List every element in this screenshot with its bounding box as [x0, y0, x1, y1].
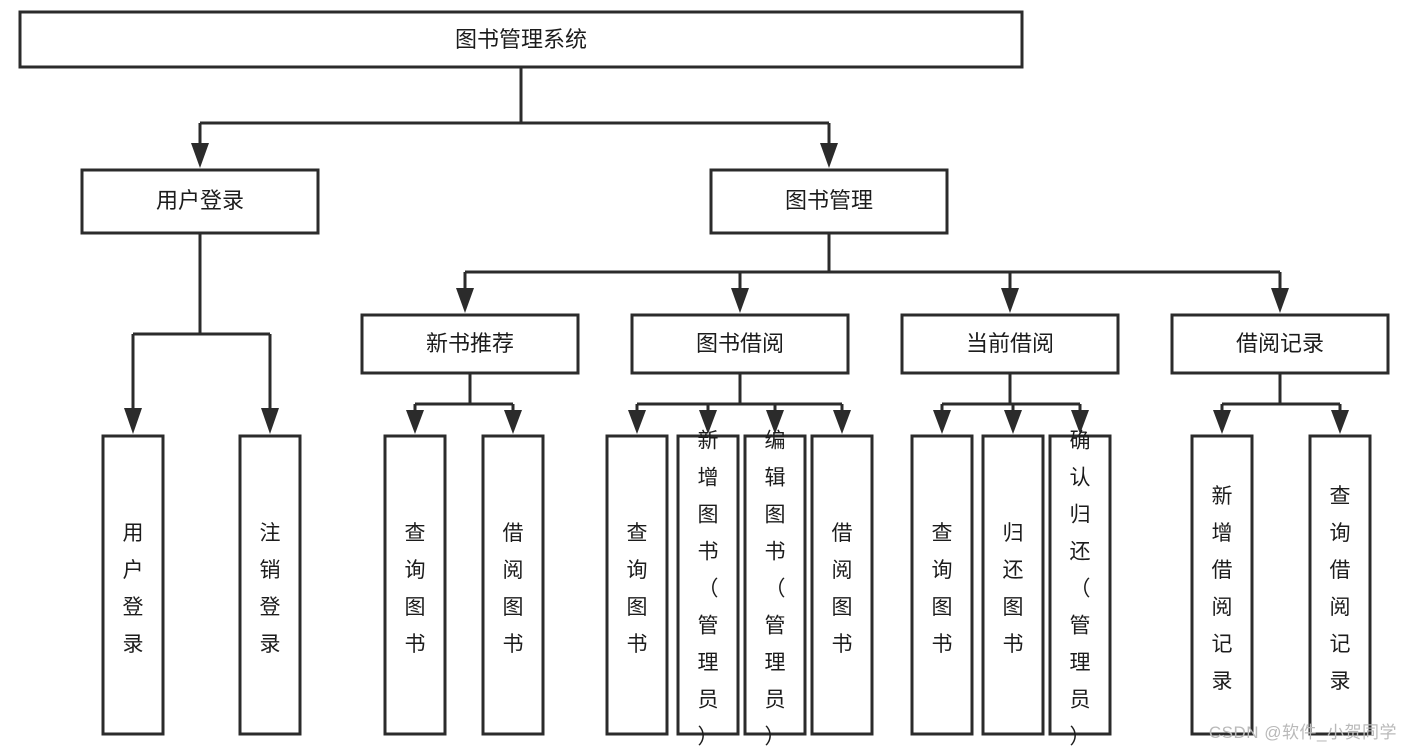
- arrow-head-icon: [699, 410, 717, 434]
- arrow-head-icon: [766, 410, 784, 434]
- node-query-book-1[interactable]: 查询图书: [383, 434, 447, 736]
- node-borrow-book-2-box[interactable]: [810, 434, 874, 736]
- node-query-book-3-box[interactable]: [910, 434, 974, 736]
- arrow-head-icon: [933, 410, 951, 434]
- node-query-borrow-record[interactable]: 查询借阅记录: [1308, 434, 1372, 736]
- node-current-borrow[interactable]: 当前借阅: [900, 313, 1120, 375]
- node-edit-book[interactable]: 编辑图书（管理员）: [743, 429, 807, 747]
- arrow-head-icon: [833, 410, 851, 434]
- node-user-login-do[interactable]: 用户登录: [101, 434, 165, 736]
- node-query-book-2[interactable]: 查询图书: [605, 434, 669, 736]
- node-user-logout-box[interactable]: [238, 434, 302, 736]
- node-root-label: 图书管理系统: [455, 27, 587, 52]
- connector-group-book-manage: [456, 233, 1289, 313]
- node-new-book-recommend-label: 新书推荐: [426, 331, 514, 356]
- node-borrow-book-1-box[interactable]: [481, 434, 545, 736]
- node-return-book-box[interactable]: [981, 434, 1045, 736]
- node-user-login-do-box[interactable]: [101, 434, 165, 736]
- node-book-borrow-box[interactable]: [630, 313, 850, 375]
- arrow-head-icon: [1213, 410, 1231, 434]
- node-query-book-3-label: 查询图书: [932, 522, 953, 656]
- node-user-login-label: 用户登录: [156, 188, 244, 213]
- node-confirm-return-label: 确认归还（管理员）: [1070, 429, 1091, 747]
- node-confirm-return-box[interactable]: [1048, 434, 1112, 736]
- node-borrow-record-label: 借阅记录: [1236, 331, 1324, 356]
- node-borrow-book-2-label: 借阅图书: [832, 522, 853, 656]
- arrow-head-icon: [504, 410, 522, 434]
- node-book-manage-label: 图书管理: [785, 188, 873, 213]
- arrow-head-icon: [191, 143, 209, 168]
- node-borrow-book-1[interactable]: 借阅图书: [481, 434, 545, 736]
- node-new-book-recommend[interactable]: 新书推荐: [360, 313, 580, 375]
- arrow-head-icon: [1271, 288, 1289, 313]
- node-add-book-box[interactable]: [676, 434, 740, 736]
- node-user-login-box[interactable]: [80, 168, 320, 235]
- arrow-head-icon: [456, 288, 474, 313]
- node-query-book-2-box[interactable]: [605, 434, 669, 736]
- arrow-head-icon: [124, 408, 142, 434]
- node-return-book[interactable]: 归还图书: [981, 434, 1045, 736]
- arrow-head-icon: [406, 410, 424, 434]
- node-current-borrow-box[interactable]: [900, 313, 1120, 375]
- arrow-head-icon: [261, 408, 279, 434]
- node-user-login-do-label: 用户登录: [123, 522, 144, 656]
- node-book-borrow[interactable]: 图书借阅: [630, 313, 850, 375]
- node-edit-book-box[interactable]: [743, 434, 807, 736]
- node-borrow-book-1-label: 借阅图书: [503, 522, 524, 656]
- node-user-logout-label: 注销登录: [260, 522, 281, 656]
- node-borrow-record-box[interactable]: [1170, 313, 1390, 375]
- connector-group-current-borrow: [933, 373, 1089, 434]
- connector-group-new-book-recommend: [406, 373, 522, 434]
- node-edit-book-label: 编辑图书（管理员）: [765, 429, 786, 747]
- connector-group-book-borrow: [628, 373, 851, 434]
- arrow-head-icon: [1004, 410, 1022, 434]
- node-add-borrow-record[interactable]: 新增借阅记录: [1190, 434, 1254, 736]
- node-root[interactable]: 图书管理系统: [18, 10, 1024, 69]
- node-add-borrow-record-label: 新增借阅记录: [1212, 485, 1233, 693]
- node-book-manage[interactable]: 图书管理: [709, 168, 949, 235]
- node-query-book-3[interactable]: 查询图书: [910, 434, 974, 736]
- node-confirm-return[interactable]: 确认归还（管理员）: [1048, 429, 1112, 747]
- arrow-head-icon: [1001, 288, 1019, 313]
- node-user-login[interactable]: 用户登录: [80, 168, 320, 235]
- arrow-head-icon: [1331, 410, 1349, 434]
- node-book-manage-box[interactable]: [709, 168, 949, 235]
- connector-group-user-login: [124, 233, 279, 434]
- node-add-borrow-record-box[interactable]: [1190, 434, 1254, 736]
- node-user-logout[interactable]: 注销登录: [238, 434, 302, 736]
- node-query-book-1-label: 查询图书: [405, 522, 426, 656]
- arrow-head-icon: [1071, 410, 1089, 434]
- node-current-borrow-label: 当前借阅: [966, 331, 1054, 356]
- node-root-box[interactable]: [18, 10, 1024, 69]
- node-new-book-recommend-box[interactable]: [360, 313, 580, 375]
- connector-group-borrow-record: [1213, 373, 1349, 434]
- node-add-book-label: 新增图书（管理员）: [698, 429, 719, 747]
- node-book-borrow-label: 图书借阅: [696, 331, 784, 356]
- arrow-head-icon: [628, 410, 646, 434]
- node-query-book-1-box[interactable]: [383, 434, 447, 736]
- node-borrow-record[interactable]: 借阅记录: [1170, 313, 1390, 375]
- arrow-head-icon: [820, 143, 838, 168]
- node-add-book[interactable]: 新增图书（管理员）: [676, 429, 740, 747]
- watermark: CSDN @软件_小贺同学: [1208, 723, 1397, 742]
- node-return-book-label: 归还图书: [1003, 522, 1024, 656]
- node-query-book-2-label: 查询图书: [627, 522, 648, 656]
- node-query-borrow-record-box[interactable]: [1308, 434, 1372, 736]
- node-query-borrow-record-label: 查询借阅记录: [1330, 485, 1351, 693]
- arrow-head-icon: [731, 288, 749, 313]
- node-borrow-book-2[interactable]: 借阅图书: [810, 434, 874, 736]
- connector-group-root: [191, 67, 838, 168]
